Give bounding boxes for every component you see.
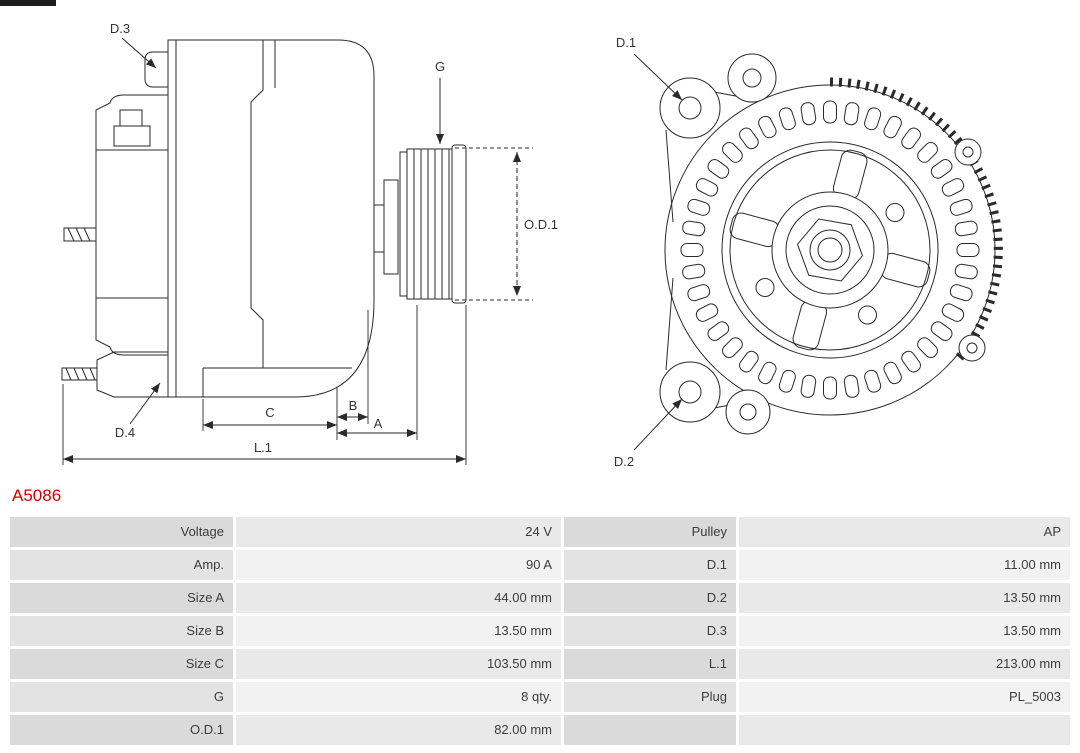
- spec-value: 24 V: [236, 517, 561, 547]
- spec-value: 13.50 mm: [236, 616, 561, 646]
- technical-drawing: D.3 D.4 G O.D.1 C B A L.1: [61, 21, 1003, 469]
- spec-value: 82.00 mm: [236, 715, 561, 745]
- spec-label: D.1: [564, 550, 736, 580]
- hole-d2: [678, 380, 702, 404]
- stud-bottom-threads: [65, 367, 96, 381]
- od1-extension-lines: [455, 147, 533, 301]
- product-code: A5086: [12, 486, 62, 505]
- alternator-front-view: [659, 53, 1003, 435]
- stud-bottom: [61, 367, 98, 381]
- leader-d3: [121, 37, 157, 69]
- leader-d1: [633, 53, 683, 101]
- spec-label: Size C: [10, 649, 233, 679]
- label-c: C: [265, 405, 274, 420]
- top-lug: [144, 51, 168, 88]
- tab-right-top-hole: [962, 146, 974, 158]
- spec-value: 13.50 mm: [739, 583, 1070, 613]
- shaft: [374, 204, 384, 253]
- spec-label: L.1: [564, 649, 736, 679]
- label-l1: L.1: [254, 440, 272, 455]
- spec-label: Amp.: [10, 550, 233, 580]
- body-outline: [664, 84, 996, 416]
- label-d3: D.3: [110, 21, 130, 36]
- spec-label: Size B: [10, 616, 233, 646]
- spec-label: Pulley: [564, 517, 736, 547]
- spacer-disc: [383, 179, 399, 275]
- spec-label: Voltage: [10, 517, 233, 547]
- terminal-block-top: [119, 109, 143, 127]
- spec-label: Size A: [10, 583, 233, 613]
- face-ring-outer: [721, 141, 939, 359]
- tab-right-bottom-hole: [966, 342, 978, 354]
- spec-label: O.D.1: [10, 715, 233, 745]
- face-hole: [755, 278, 775, 297]
- shaft-bore: [817, 237, 843, 263]
- spec-label: G: [10, 682, 233, 712]
- label-d2: D.2: [614, 454, 634, 469]
- front-view-leaders: [633, 53, 683, 451]
- rear-cover: [95, 94, 168, 356]
- ear-bottom-hole: [739, 403, 757, 421]
- spec-value: 11.00 mm: [739, 550, 1070, 580]
- spec-value: 8 qty.: [236, 682, 561, 712]
- spec-label: Plug: [564, 682, 736, 712]
- terminal-block: [113, 125, 151, 147]
- spec-label: D.3: [564, 616, 736, 646]
- label-a: A: [374, 416, 383, 431]
- spec-value: AP: [739, 517, 1070, 547]
- spec-table: Voltage 24 V Pulley AP Amp. 90 A D.1 11.…: [10, 517, 1070, 745]
- spec-label: D.2: [564, 583, 736, 613]
- casting-split: [250, 40, 264, 368]
- label-d4: D.4: [115, 425, 135, 440]
- pulley-left-flange: [399, 151, 408, 297]
- ear-top-hole: [742, 68, 762, 88]
- spec-value: 44.00 mm: [236, 583, 561, 613]
- face-hole: [858, 305, 877, 325]
- spec-value: 90 A: [236, 550, 561, 580]
- spec-label: [564, 715, 736, 745]
- leader-d2: [633, 398, 683, 451]
- spec-value: 103.50 mm: [236, 649, 561, 679]
- spec-value: PL_5003: [739, 682, 1070, 712]
- stud-middle-threads: [67, 227, 91, 242]
- label-d1: D.1: [616, 35, 636, 50]
- spec-value: 213.00 mm: [739, 649, 1070, 679]
- pulley-grooves: [413, 149, 450, 299]
- label-od1: O.D.1: [524, 217, 558, 232]
- label-g: G: [435, 59, 445, 74]
- hole-d1: [678, 96, 702, 120]
- bottom-lug: [96, 351, 168, 398]
- housing-bottom-step: [202, 367, 352, 397]
- rear-cover-lines: [96, 149, 168, 299]
- spec-value: 13.50 mm: [739, 616, 1070, 646]
- pulley-right-flange: [451, 144, 467, 304]
- vent-slot-ring: [680, 100, 980, 400]
- spec-value: [739, 715, 1070, 745]
- leader-d4: [129, 382, 161, 425]
- serrated-edge: [829, 77, 1003, 361]
- face-ring-inner: [729, 149, 931, 351]
- stud-middle: [63, 227, 97, 242]
- label-b: B: [349, 398, 358, 413]
- housing-outline: [167, 39, 375, 398]
- face-hole: [885, 203, 905, 222]
- side-view-dimensions: [62, 37, 533, 465]
- logo-fragment: [0, 0, 56, 6]
- alternator-side-view: [61, 39, 467, 398]
